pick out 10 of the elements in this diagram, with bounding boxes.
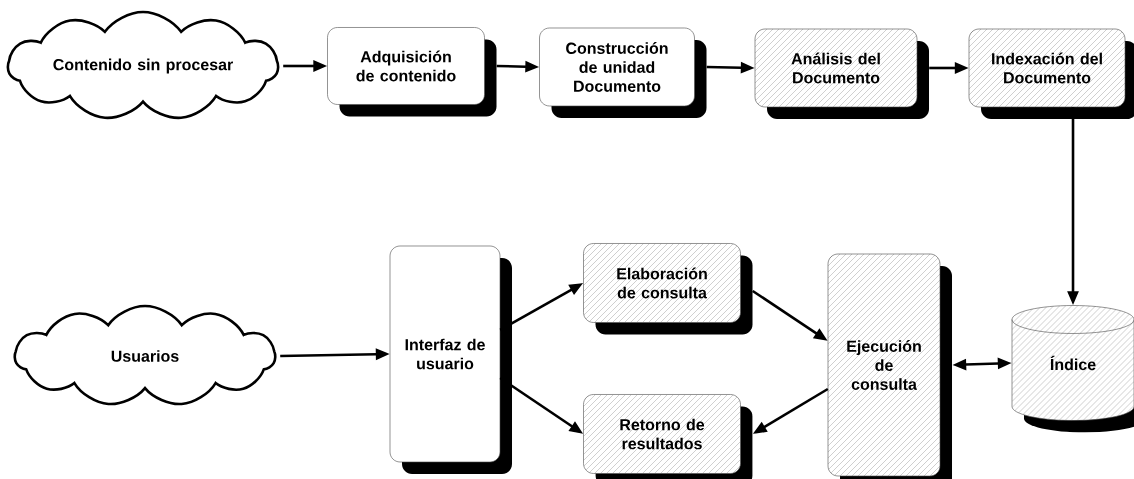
process-box: Retorno de resultados: [583, 394, 753, 479]
node-label: Índice: [1050, 355, 1096, 371]
process-box: Construcción de unidad Documento: [539, 27, 707, 118]
process-box: Adquisición de contenido: [327, 27, 497, 117]
process-box: Elaboración de consulta: [583, 243, 753, 335]
process-box: Ejecución de consulta: [827, 253, 952, 479]
process-box: Análisis del Documento: [754, 28, 929, 119]
process-box: Interfaz de usuario: [389, 245, 512, 474]
process-box: Indexación del Documento: [968, 28, 1134, 119]
database-cylinder: Índice: [1011, 305, 1134, 433]
